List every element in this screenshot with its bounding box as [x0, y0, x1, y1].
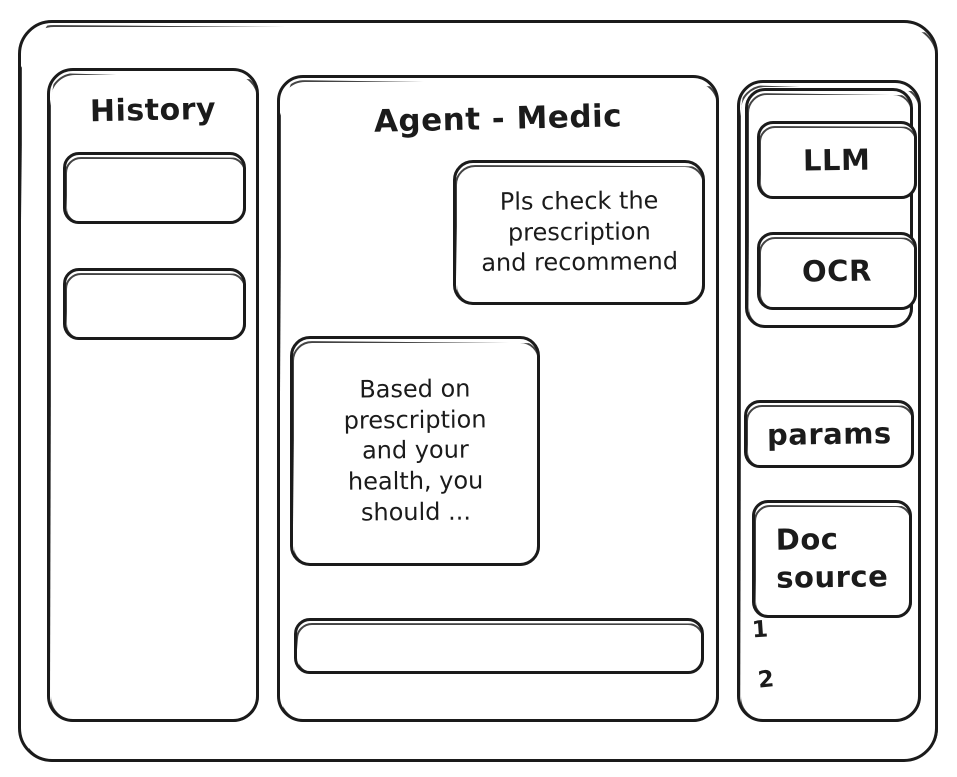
tool-button-llm-label: LLM [803, 142, 871, 178]
tool-button-ocr-label: OCR [801, 253, 873, 289]
tool-button-doc-source-label: Doc source [775, 522, 889, 595]
tool-button-llm[interactable]: LLM [757, 121, 917, 199]
doc-source-list-item[interactable]: 2 [756, 666, 776, 694]
chat-message-agent-text: Based on prescription and your health, y… [343, 374, 487, 527]
history-panel-title: History [89, 91, 217, 130]
history-list-item[interactable] [63, 152, 246, 224]
tool-button-ocr[interactable]: OCR [757, 232, 917, 310]
chat-message-user: Pls check the prescription and recommend [453, 160, 705, 305]
doc-source-list-item[interactable]: 1 [751, 616, 769, 644]
tool-button-doc-source[interactable]: Doc source [752, 500, 912, 618]
chat-message-user-text: Pls check the prescription and recommend [480, 186, 678, 278]
tool-button-params-label: params [766, 416, 892, 452]
chat-message-agent: Based on prescription and your health, y… [290, 336, 540, 566]
message-input[interactable] [294, 618, 704, 674]
tool-button-params[interactable]: params [744, 400, 914, 468]
history-list-item[interactable] [63, 268, 246, 340]
